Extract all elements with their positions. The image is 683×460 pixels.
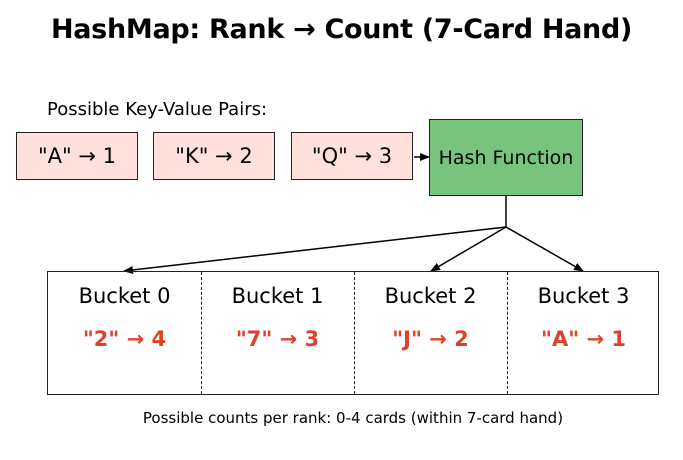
bucket-0-label: Bucket 0 (78, 284, 171, 308)
arrow-to-bucket-3 (505, 226, 584, 272)
bucket-array: Bucket 0 "2" → 4 Bucket 1 "7" → 3 Bucket… (47, 271, 659, 395)
bucket-divider (354, 272, 355, 394)
bucket-divider (201, 272, 202, 394)
hash-function-box: Hash Function (429, 119, 583, 196)
footnote: Possible counts per rank: 0-4 cards (wit… (142, 409, 564, 427)
bucket-2-label: Bucket 2 (384, 284, 477, 308)
key-value-pairs-caption: Possible Key-Value Pairs: (47, 99, 268, 120)
bucket-1-label: Bucket 1 (231, 284, 324, 308)
bucket-0: Bucket 0 "2" → 4 (48, 272, 201, 394)
arrow-to-bucket-0 (123, 226, 507, 274)
bucket-1-entry: "7" → 3 (235, 327, 320, 351)
arrow-to-bucket-2 (430, 226, 507, 272)
bucket-2: Bucket 2 "J" → 2 (354, 272, 507, 394)
bucket-1: Bucket 1 "7" → 3 (201, 272, 354, 394)
pair-box-q: "Q" → 3 (291, 132, 413, 180)
bucket-3-label: Bucket 3 (537, 284, 630, 308)
bucket-0-entry: "2" → 4 (82, 327, 167, 351)
bucket-3: Bucket 3 "A" → 1 (507, 272, 660, 394)
pair-box-a: "A" → 1 (16, 132, 138, 180)
bucket-2-entry: "J" → 2 (392, 327, 469, 351)
bucket-3-entry: "A" → 1 (541, 327, 626, 351)
bucket-divider (507, 272, 508, 394)
diagram-title: HashMap: Rank → Count (7-Card Hand) (50, 14, 633, 45)
pair-box-k: "K" → 2 (153, 132, 275, 180)
